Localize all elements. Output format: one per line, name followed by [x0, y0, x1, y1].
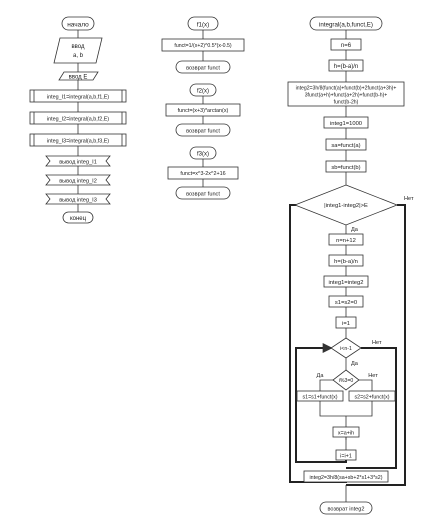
main-output-integ2-label: вывод integ_I2 [59, 178, 97, 184]
integral-h-init-label: h=(b-a)/n [334, 64, 359, 70]
integral-return [319, 501, 373, 515]
integral-mod-yes-label: Да [317, 373, 325, 379]
f3-body [167, 166, 239, 180]
f1-header [187, 16, 219, 31]
f3-body-label: funct=x^3-2x^2+16 [180, 171, 225, 177]
f2-return [175, 123, 231, 137]
integral-inner-no-label: Нет [372, 340, 382, 346]
integral-mod-decision [332, 369, 360, 391]
f1-return-label: возврат funct [186, 65, 220, 71]
main-call-integ2-label: integ_I2=integral(a,b,f2,E) [47, 116, 109, 122]
integral-i-update [335, 449, 357, 461]
f1-body-label: funct=1/(x+2)^0.5*(x-0.5) [174, 43, 231, 49]
main-input-ab [53, 37, 103, 64]
integral-final-integ2-label: integ2=3h/8(sa+sb+2*s1+3*s2) [309, 475, 382, 481]
f3-return [175, 186, 231, 200]
integral-n-update-label: n=n+12 [336, 238, 356, 244]
integral-outer-no-label: Нет [404, 196, 414, 202]
main-output-integ1-label: вывод integ_I1 [59, 159, 97, 165]
main-output-integ3 [45, 193, 111, 205]
main-end-label: конец [70, 216, 87, 222]
integral-s1-update-label: s1=s1+funct(x) [302, 394, 337, 400]
integral-n-init-label: n=6 [341, 43, 352, 49]
integral-outer-decision [293, 184, 399, 226]
integral-inner-decision [330, 337, 362, 359]
f2-body [165, 103, 241, 117]
integral-s1-update [296, 390, 344, 402]
f1-return [175, 60, 231, 74]
integral-integ2-init [287, 81, 405, 107]
integral-integ2-line3: funct(b-2h) [334, 100, 359, 106]
integral-n-init [330, 38, 362, 51]
main-output-integ3-label: вывод integ_I3 [59, 197, 97, 203]
main-input-ab-line1: ввод [71, 44, 85, 50]
integral-i-init [335, 316, 357, 329]
f2-return-label: возврат funct [186, 128, 220, 134]
integral-mod-no-label: Нет [368, 373, 378, 379]
integral-header-label: integral(a,b,funct,E) [319, 21, 373, 28]
integral-i-update-label: i=i+1 [340, 453, 352, 459]
integral-s2-update-label: s2=s2+funct(x) [354, 394, 389, 400]
main-call-integ3-label: integ_I3=integral(a,b,f3,E) [47, 138, 109, 144]
main-start-label: начало [67, 22, 89, 29]
f3-return-label: возврат funct [186, 191, 220, 197]
integral-integ2-line1: integ2=3h/8(funct(a)+funct(b)+2funct(a+3… [296, 86, 397, 92]
integral-integ2-line2: 3funct(a+h)+funct(a+2h)+funct(b-h)+ [305, 93, 388, 99]
main-call-integ1-label: integ_I1=integral(a,b,f1,E) [47, 94, 109, 100]
integral-x-update-label: x=a+ih [338, 430, 354, 436]
integral-outer-yes-label: Да [351, 227, 359, 233]
integral-s2-update [348, 390, 396, 402]
main-call-integ3 [29, 133, 127, 147]
integral-s-reset [328, 295, 364, 308]
integral-inner-decision-label: i<n-1 [340, 346, 352, 352]
main-output-integ2 [45, 174, 111, 186]
integral-h-init [328, 59, 364, 72]
integral-mod-decision-label: i%3=0 [339, 378, 354, 384]
integral-header [309, 16, 383, 31]
integral-outer-decision-label: |integ1-integ2|>E [324, 203, 368, 209]
integral-integ1-update [323, 275, 369, 288]
integral-sa-label: sa=funct(a) [331, 143, 360, 149]
f2-header-label: f2(x) [197, 88, 209, 94]
integral-h-update-label: h=(b-a)/n [334, 259, 358, 265]
integral-integ1-init-label: integ1=1000 [330, 121, 362, 127]
main-output-integ1 [45, 155, 111, 167]
f2-header [189, 83, 217, 97]
main-end-terminal [62, 211, 94, 224]
integral-sa [325, 138, 367, 151]
main-input-e-label: ввод E [69, 74, 88, 80]
integral-n-update [328, 233, 364, 246]
main-start-terminal [61, 16, 95, 31]
f1-header-label: f1(x) [197, 21, 209, 28]
integral-s-reset-label: s1=s2=0 [335, 300, 357, 306]
main-input-ab-line2: a, b [73, 53, 84, 59]
integral-h-update [328, 254, 364, 267]
main-program: начало ввод a, b ввод E integ_I1=integra… [29, 16, 127, 224]
integral-integ1-update-label: integ1=integ2 [329, 280, 364, 286]
integral-i-init-label: i=1 [342, 321, 350, 327]
f3-header-label: f3(x) [197, 151, 209, 157]
integral-final-integ2 [303, 470, 389, 483]
main-call-integ2 [29, 111, 127, 125]
integral-integ1-init [323, 116, 369, 129]
f1-body [161, 38, 245, 52]
integral-sb [325, 160, 367, 173]
integral-sb-label: sb=funct(b) [331, 165, 360, 171]
main-call-integ1 [29, 89, 127, 103]
functions: f1(x) funct=1/(x+2)^0.5*(x-0.5) возврат … [161, 16, 245, 200]
integral-inner-yes-label: Да [351, 361, 359, 367]
integral-procedure: integral(a,b,funct,E) n=6 h=(b-a)/n inte… [287, 16, 414, 515]
main-input-e [58, 71, 99, 81]
f3-header [189, 146, 217, 160]
f2-body-label: funct=(x+3)*arctan(x) [178, 108, 229, 114]
integral-return-label: возврат integ2 [328, 506, 365, 512]
